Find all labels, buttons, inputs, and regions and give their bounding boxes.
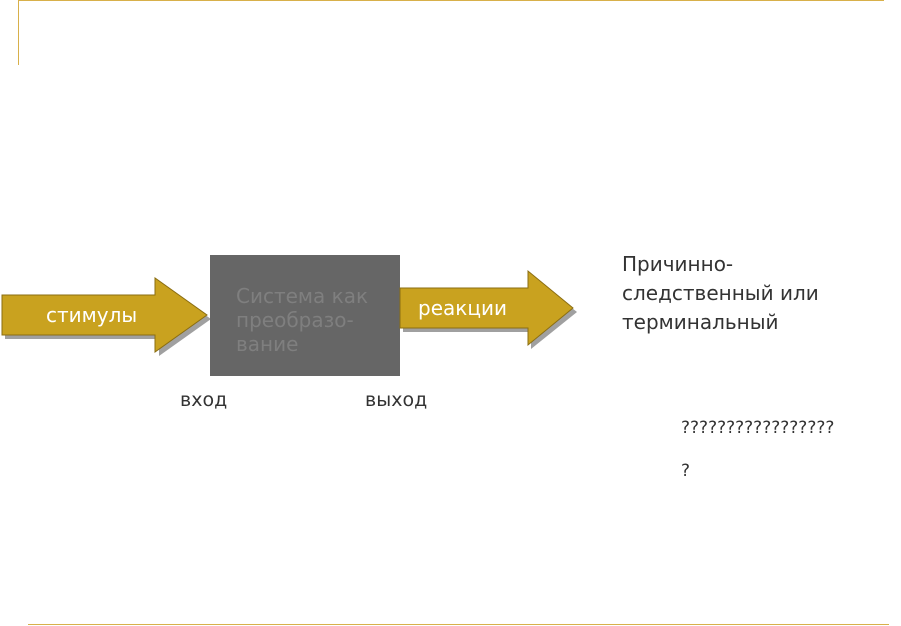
input-arrow (1, 277, 211, 356)
output-arrow-label: реакции (418, 296, 507, 320)
system-box-label: Система как преобразо-вание (236, 284, 369, 356)
input-label: вход (180, 389, 228, 411)
output-arrow (399, 269, 577, 349)
system-box (210, 255, 400, 376)
input-arrow-label: стимулы (46, 303, 138, 327)
model-type-note: Причинно-следственный или терминальный (622, 252, 819, 334)
slide-frame-bottom-line (28, 624, 889, 625)
output-arrow-body (399, 269, 574, 347)
input-arrow-body (1, 277, 208, 353)
question-marks-line-1: ????????????????? (681, 418, 835, 438)
output-label: выход (365, 389, 428, 411)
slide-frame-left-line (18, 0, 19, 65)
question-marks-line-2: ? (681, 461, 691, 481)
slide-frame-top-line (18, 0, 884, 1)
